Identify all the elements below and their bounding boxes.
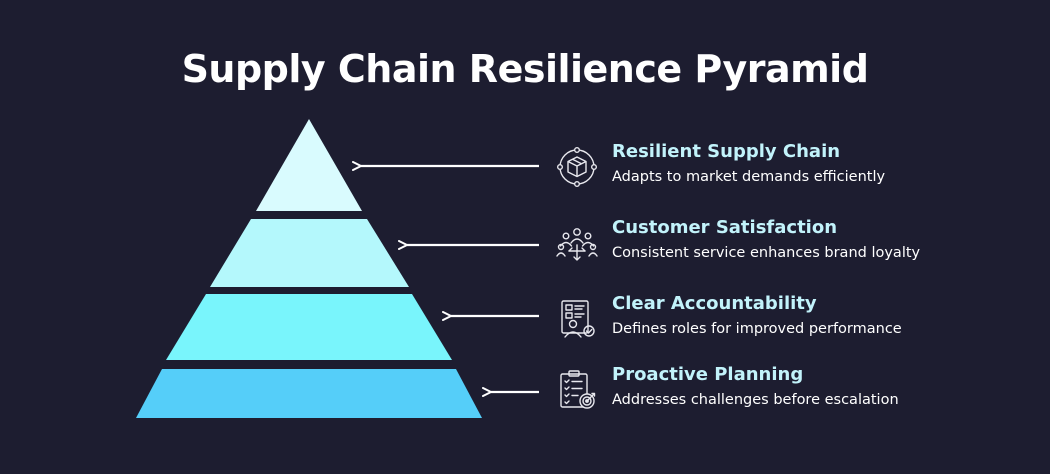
level-description: Addresses challenges before escalation — [612, 392, 899, 408]
level-description: Defines roles for improved performance — [612, 321, 902, 337]
level-item-clear-accountability: Clear Accountability Defines roles for i… — [555, 293, 1035, 345]
pyramid-level-3 — [166, 294, 452, 360]
level-item-proactive-planning: Proactive Planning Addresses challenges … — [555, 364, 1035, 416]
level-label: Clear Accountability — [612, 293, 817, 314]
level-label: Customer Satisfaction — [612, 217, 838, 238]
level-description: Consistent service enhances brand loyalt… — [612, 245, 921, 261]
level-label: Proactive Planning — [612, 364, 804, 385]
pyramid-level-4 — [136, 369, 482, 418]
clipboard-person-icon — [555, 297, 599, 341]
level-label: Resilient Supply Chain — [612, 141, 841, 162]
customer-group-icon — [555, 221, 599, 265]
pyramid-level-1 — [256, 119, 362, 211]
level-description: Adapts to market demands efficiently — [612, 169, 886, 185]
package-network-icon — [555, 145, 599, 189]
level-item-resilient-supply-chain: Resilient Supply Chain Adapts to market … — [555, 141, 1035, 193]
level-item-customer-satisfaction: Customer Satisfaction Consistent service… — [555, 217, 1035, 269]
page-title: Supply Chain Resilience Pyramid — [181, 47, 869, 91]
pyramid-level-2 — [210, 219, 409, 287]
checklist-target-icon — [555, 368, 599, 412]
